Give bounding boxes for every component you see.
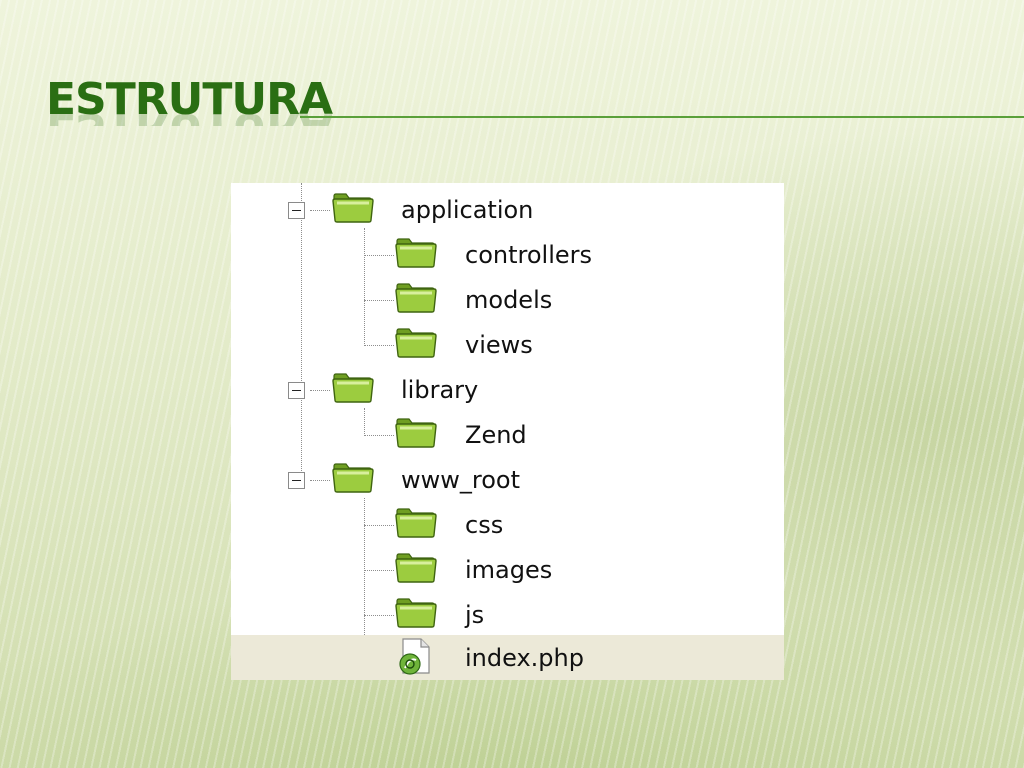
tree-item-label: controllers	[465, 241, 592, 269]
tree-item-views[interactable]: views	[231, 322, 784, 367]
tree-item-index-php[interactable]: index.php	[231, 635, 784, 680]
title-underline	[300, 116, 1024, 118]
file-tree-panel: application controllers models views lib…	[231, 183, 784, 680]
tree-connector	[364, 408, 365, 434]
collapse-minus-icon[interactable]	[288, 202, 305, 219]
tree-connector	[310, 390, 330, 391]
tree-item-label: models	[465, 286, 553, 314]
tree-item-label: views	[465, 331, 533, 359]
folder-icon	[394, 326, 438, 360]
folder-icon	[394, 236, 438, 270]
folder-icon	[394, 551, 438, 585]
tree-connector	[310, 210, 330, 211]
tree-item-label: www_root	[401, 466, 521, 494]
folder-icon	[331, 461, 375, 495]
tree-item-zend[interactable]: Zend	[231, 412, 784, 457]
tree-connector	[364, 345, 394, 346]
folder-icon	[394, 596, 438, 630]
tree-item-js[interactable]: js	[231, 592, 784, 637]
tree-item-library[interactable]: library	[231, 367, 784, 412]
folder-icon	[394, 506, 438, 540]
collapse-minus-icon[interactable]	[288, 382, 305, 399]
tree-connector	[364, 228, 365, 344]
folder-icon	[394, 416, 438, 450]
tree-item-css[interactable]: css	[231, 502, 784, 547]
tree-item-models[interactable]: models	[231, 277, 784, 322]
folder-icon	[331, 191, 375, 225]
tree-item-controllers[interactable]: controllers	[231, 232, 784, 277]
collapse-minus-icon[interactable]	[288, 472, 305, 489]
tree-item-images[interactable]: images	[231, 547, 784, 592]
folder-icon	[331, 371, 375, 405]
tree-item-label: css	[465, 511, 504, 539]
tree-connector	[364, 570, 394, 571]
slide-title: ESTRUTURA	[46, 74, 333, 125]
tree-connector	[310, 480, 330, 481]
php-file-icon	[397, 637, 441, 675]
tree-connector	[364, 435, 394, 436]
tree-item-label: images	[465, 556, 553, 584]
tree-item-www-root[interactable]: www_root	[231, 457, 784, 502]
tree-item-label: js	[465, 601, 485, 629]
tree-item-label: index.php	[465, 644, 584, 672]
tree-item-application[interactable]: application	[231, 187, 784, 232]
folder-icon	[394, 281, 438, 315]
tree-connector	[364, 300, 394, 301]
tree-connector	[364, 255, 394, 256]
tree-connector	[364, 525, 394, 526]
tree-item-label: library	[401, 376, 479, 404]
tree-connector	[364, 498, 365, 659]
tree-item-label: application	[401, 196, 534, 224]
tree-connector	[364, 615, 394, 616]
tree-item-label: Zend	[465, 421, 527, 449]
tree-connector	[301, 183, 302, 481]
